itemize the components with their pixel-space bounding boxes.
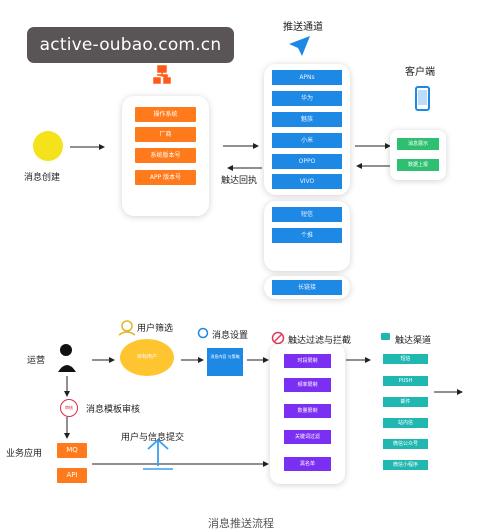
client-panel: 消息展示 数据上报 [390, 130, 446, 180]
channel-xiaomi: 小米 [272, 133, 342, 148]
channel-apns: APNs [272, 70, 342, 85]
phone-icon [415, 86, 430, 111]
business-label: 业务应用 [6, 449, 43, 459]
intercept-panel: 时段限制 频率限制 数量限制 关键词过滤 黑名单 [270, 344, 345, 484]
message-create-node [33, 131, 63, 161]
figure-caption: 消息推送流程 [208, 517, 274, 530]
user-filter-label: 用户筛选 [137, 324, 174, 334]
audit-label: 消息模板审核 [86, 405, 141, 415]
channel-vivo: VIVO [272, 174, 342, 189]
server-item-os: 操作系统 [135, 107, 196, 122]
reach-channel-push: PUSH [383, 376, 428, 386]
channel-sms: 短信 [272, 207, 342, 222]
filter-time: 时段限制 [284, 354, 331, 368]
mq-box: MQ [57, 443, 87, 458]
push-channel-title: 推送通道 [283, 22, 323, 33]
filter-frequency: 频率限制 [284, 378, 331, 392]
send-plane-icon [289, 36, 310, 56]
operation-label: 运营 [27, 356, 46, 366]
channel-long-link: 长链接 [272, 280, 342, 295]
user-filter-icon [121, 320, 133, 332]
operator-person-icon [58, 344, 76, 372]
channel-getui: 个推 [272, 228, 342, 243]
channel-huawei: 华为 [272, 91, 342, 106]
client-report-data: 数据上报 [397, 159, 439, 171]
channel-meizu: 魅族 [272, 112, 342, 127]
server-item-app-version: APP 版本号 [135, 170, 196, 185]
create-label: 消息创建 [24, 173, 61, 183]
reach-channel-sms: 短信 [383, 354, 428, 364]
reach-channel-inbox: 站内信 [383, 418, 428, 428]
client-show-message: 消息展示 [397, 138, 439, 150]
client-title: 客户端 [405, 67, 435, 78]
vendor-channel-panel: APNs 华为 魅族 小米 OPPO VIVO [264, 64, 350, 195]
audit-badge: 审核 [60, 399, 78, 417]
other-channel-panel: 短信 个推 [264, 201, 350, 271]
filter-title: 触达过滤与拦截 [288, 336, 352, 346]
filter-blacklist: 黑名单 [284, 457, 331, 471]
target-audience-node: 目标用户 [120, 339, 174, 376]
reach-channel-wechat-mini: 微信小程序 [383, 460, 428, 470]
long-link-panel: 长链接 [264, 276, 350, 299]
message-setting-label: 消息设置 [212, 331, 249, 341]
upload-arrow-icon [147, 438, 169, 466]
watermark-banner: active-oubao.com.cn [27, 27, 234, 63]
filter-keyword: 关键词过滤 [284, 430, 331, 444]
api-box: API [57, 468, 87, 483]
channel-oppo: OPPO [272, 154, 342, 169]
channel-title: 触达渠道 [395, 336, 432, 346]
push-server-panel: 操作系统 厂商 系统版本号 APP 版本号 [122, 96, 209, 216]
reach-receipt-label: 触达回执 [221, 176, 258, 186]
filter-count: 数量限制 [284, 404, 331, 418]
submit-label: 用户与信息提交 [121, 433, 185, 443]
reach-channel-email: 邮件 [383, 397, 428, 407]
message-setting-box: 消息内容 与策略 [207, 348, 243, 376]
server-item-os-version: 系统版本号 [135, 148, 196, 163]
intercept-icon [271, 331, 285, 345]
reach-channel-wechat-official: 微信公众号 [383, 439, 428, 449]
gear-icon [197, 327, 209, 339]
network-hierarchy-icon [153, 65, 171, 84]
phone-screen [418, 90, 427, 105]
server-item-vendor: 厂商 [135, 127, 196, 142]
channel-icon [381, 333, 390, 340]
